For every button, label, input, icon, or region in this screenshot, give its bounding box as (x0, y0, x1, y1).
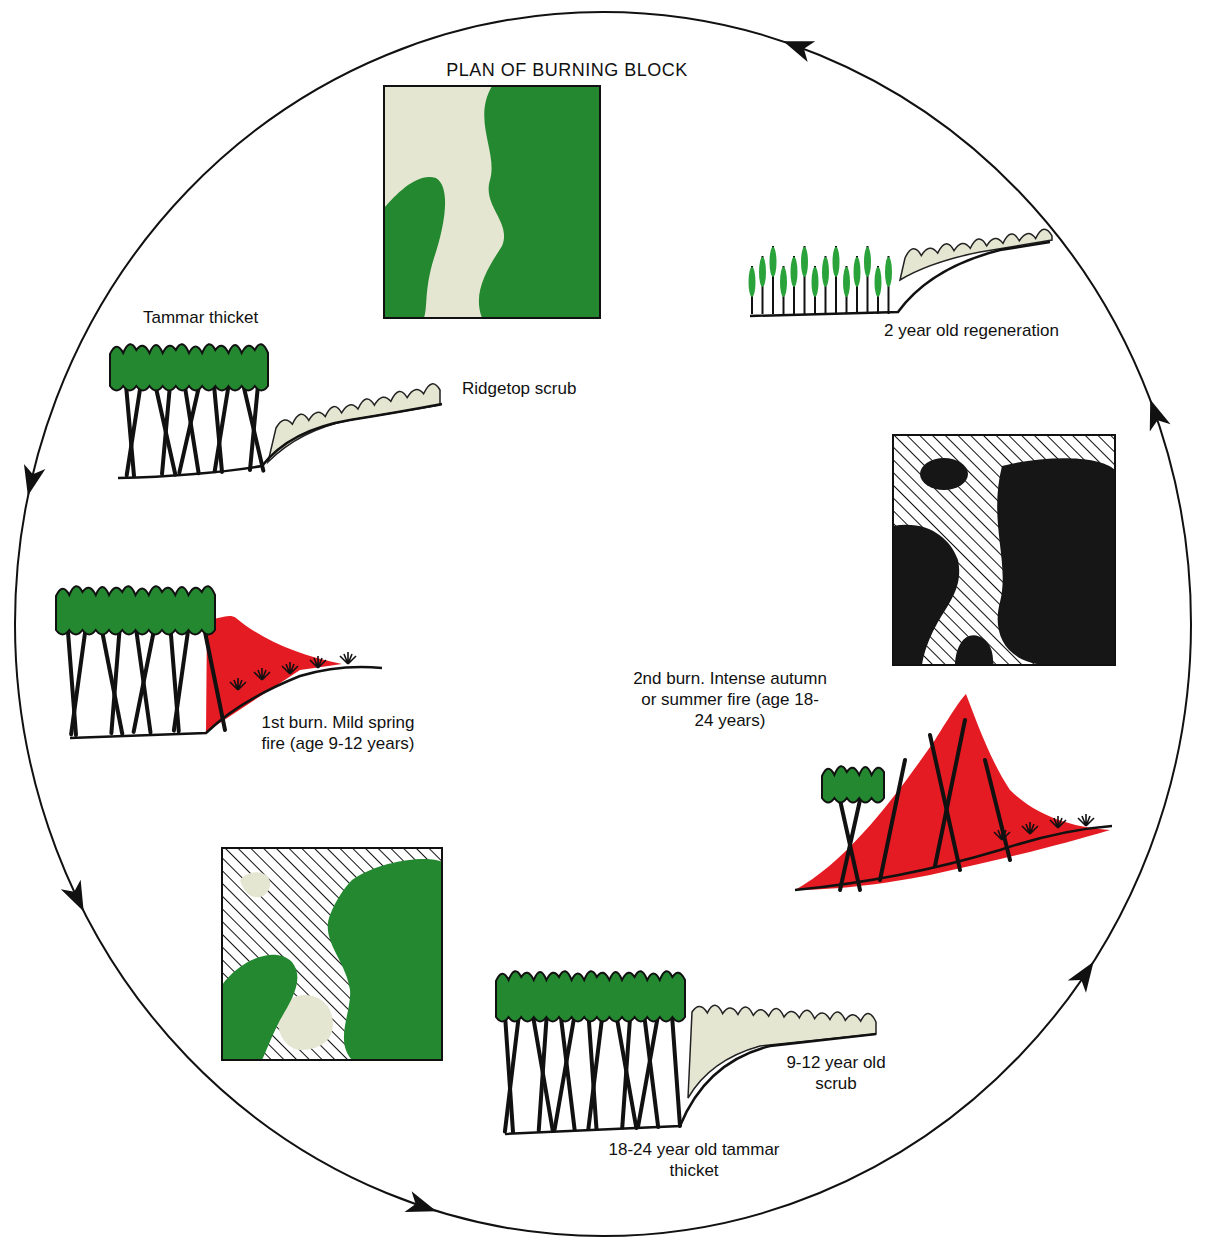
tree-trunk (174, 632, 188, 731)
sapling-leaves (759, 257, 766, 287)
sapling-leaves (780, 267, 787, 297)
sapling-leaves (875, 267, 882, 297)
grass-tuft (1050, 816, 1066, 828)
thicket-scene (110, 344, 442, 478)
sapling-leaves (885, 257, 892, 287)
ridgetop-scrub (900, 229, 1052, 280)
sapling-leaves (843, 267, 850, 297)
tree-trunk (102, 632, 122, 734)
ridgetop-scrub (268, 384, 440, 462)
tree-trunk (930, 735, 960, 870)
ground-line (118, 404, 442, 478)
tree-trunk (71, 632, 85, 734)
tree-trunk (127, 385, 141, 475)
tree-trunk (616, 1015, 636, 1128)
cycle-arrows (24, 41, 1171, 1212)
grass-tuft (230, 678, 246, 690)
tree-canopy (822, 766, 884, 802)
sapling-leaves (770, 247, 777, 277)
sapling-leaves (822, 257, 829, 287)
tree-trunk (985, 760, 1010, 860)
tree-trunk (243, 385, 263, 471)
tree-trunk (638, 1015, 658, 1127)
tree-trunk (179, 385, 199, 473)
stage-label: 18-24 year old tammar thicket (608, 1139, 780, 1181)
tree-trunk (111, 632, 119, 733)
sapling-leaves (854, 257, 861, 287)
plan-heading: PLAN OF BURNING BLOCK (427, 60, 707, 81)
tree-trunk (840, 800, 860, 890)
cycle-arrowhead (24, 464, 45, 496)
sapling-leaves (801, 247, 808, 277)
tree-trunk (134, 632, 154, 732)
tree-trunk (205, 632, 225, 730)
grass-tuft (310, 656, 326, 668)
ground-line (795, 826, 1112, 890)
tree-trunk (533, 1015, 553, 1131)
tree-trunk (588, 1015, 602, 1129)
grass-tuft (282, 662, 298, 674)
stage-label: 1st burn. Mild spring fire (age 9-12 yea… (258, 712, 418, 754)
tree-trunk (840, 800, 860, 890)
tree-trunk (935, 720, 965, 866)
grown-thicket-scene (496, 971, 876, 1134)
tree-trunk (672, 1015, 680, 1126)
tree-trunk (555, 1015, 575, 1130)
cycle-arrowhead (1150, 400, 1171, 432)
grass-tuft (1078, 814, 1094, 826)
tree-trunk (250, 385, 258, 470)
sapling-leaves (833, 247, 840, 277)
grass-tuft (1022, 822, 1038, 834)
stage-label: 2nd burn. Intense autumn or summer fire … (632, 668, 828, 731)
grass-tuft (994, 828, 1010, 840)
sapling-leaves (864, 247, 871, 277)
plan-square (222, 848, 442, 1060)
tree-trunk (155, 385, 175, 475)
tree-canopy (56, 586, 215, 634)
grass-tuft (254, 668, 270, 680)
tree-canopy (496, 971, 685, 1021)
regeneration-scene (749, 229, 1053, 316)
sapling-leaves (791, 257, 798, 287)
sapling-leaves (749, 267, 756, 297)
stage-label: Ridgetop scrub (462, 378, 632, 399)
tree-canopy (110, 344, 268, 390)
stage-label: 9-12 year old scrub (766, 1052, 906, 1094)
tree-trunk (622, 1015, 630, 1128)
tree-trunk (539, 1015, 547, 1131)
cycle-arrowhead (783, 41, 815, 62)
stage-label: Tammar thicket (143, 307, 313, 328)
plan-square (384, 86, 600, 318)
ground-line (750, 242, 1050, 316)
tree-trunk (215, 385, 229, 471)
cycle-ring (15, 12, 1191, 1236)
plan-square (893, 435, 1115, 665)
cycle-arrowhead (405, 1191, 437, 1212)
tree-trunk (505, 1015, 519, 1132)
second-burn-scene (795, 694, 1112, 890)
stage-label: 2 year old regeneration (884, 320, 1114, 341)
cycle-arrowhead (1068, 962, 1094, 993)
sapling-leaves (812, 267, 819, 297)
grass-tuft (340, 652, 356, 664)
tree-trunk (162, 385, 170, 474)
cycle-arrowhead (61, 880, 84, 912)
